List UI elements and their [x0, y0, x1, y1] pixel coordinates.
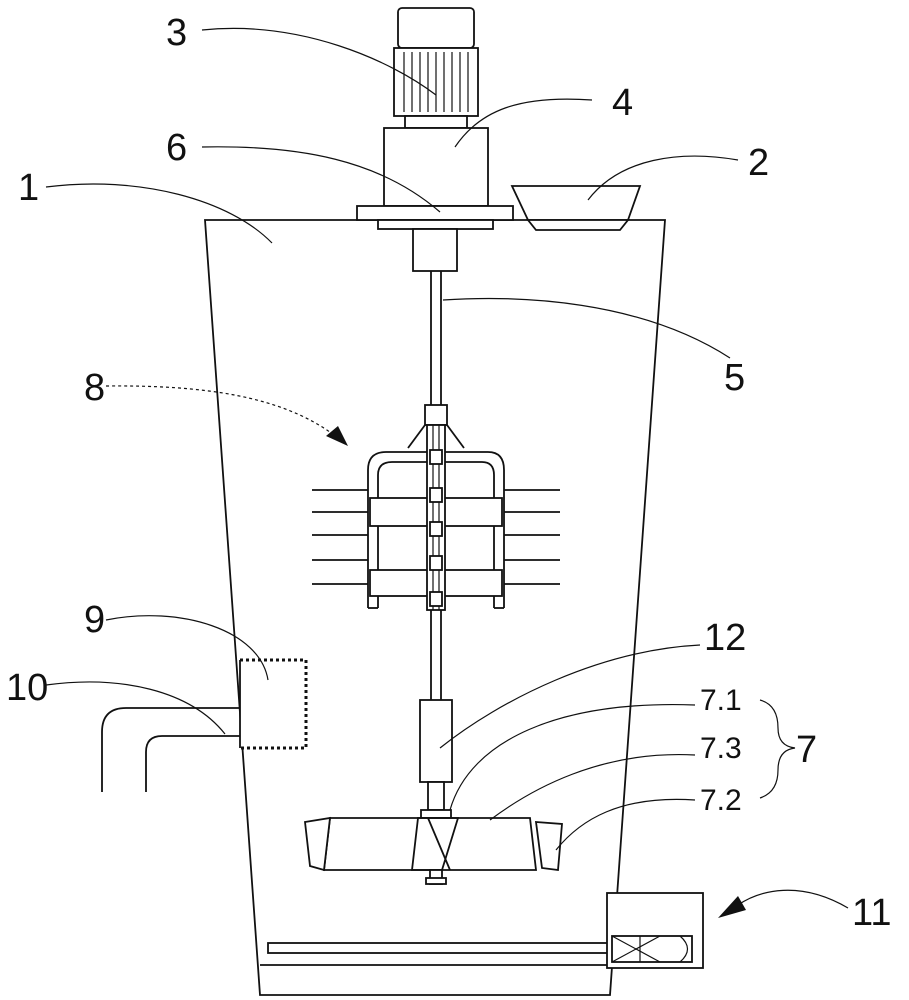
stirring-shaft — [430, 271, 442, 700]
label-4: 4 — [612, 82, 633, 124]
label-9: 9 — [84, 599, 105, 641]
label-10: 10 — [6, 667, 48, 709]
label-7-3: 7.3 — [700, 732, 742, 765]
label-7-2: 7.2 — [700, 784, 742, 817]
label-3: 3 — [166, 12, 187, 54]
motor — [393, 7, 479, 129]
label-5: 5 — [724, 357, 745, 399]
bottom-impeller — [304, 809, 563, 885]
bottom-conveyor — [267, 892, 704, 969]
label-8: 8 — [84, 367, 105, 409]
label-1: 1 — [18, 167, 39, 209]
label-12: 12 — [704, 617, 746, 659]
part-labels: 3 4 6 2 1 5 8 9 12 10 7.1 7.3 7 7.2 11 — [6, 12, 891, 934]
reducer — [383, 127, 489, 207]
mounting-flange — [356, 205, 514, 272]
feed-hopper — [510, 185, 642, 231]
arrow-head-11 — [718, 896, 746, 918]
leader-lines — [45, 27, 849, 909]
label-6: 6 — [166, 127, 187, 169]
label-7-1: 7.1 — [700, 684, 742, 717]
filter-screen — [239, 658, 308, 750]
label-7: 7 — [796, 729, 817, 771]
paddle-assembly — [312, 404, 560, 611]
label-11: 11 — [852, 892, 891, 934]
discharge-pipe — [101, 707, 240, 792]
label-2: 2 — [748, 142, 769, 184]
coupling — [419, 699, 453, 811]
arrow-head-8 — [326, 426, 348, 446]
